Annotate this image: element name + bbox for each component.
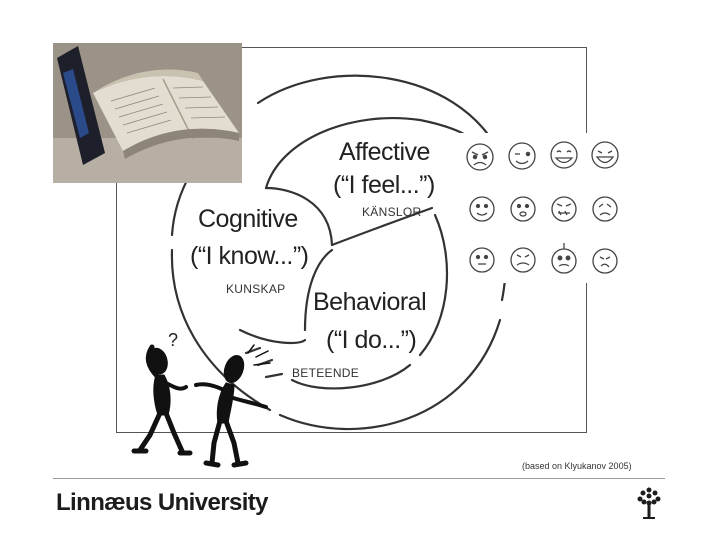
dash-mark <box>264 372 284 379</box>
footer-divider <box>53 478 665 479</box>
affective-quote: (“I feel...”) <box>333 171 435 199</box>
inner-circle-arc <box>238 328 307 345</box>
face-crying-icon <box>592 196 618 222</box>
face-angry-icon <box>466 143 494 171</box>
question-mark: ? <box>168 330 179 350</box>
behavioral-title: Behavioral <box>313 288 427 316</box>
divider-line <box>330 206 434 247</box>
inner-circle-arc <box>264 116 472 190</box>
cognitive-title: Cognitive <box>198 205 298 233</box>
affective-swedish: KÄNSLOR <box>362 205 422 219</box>
outer-circle-arc <box>256 74 500 152</box>
behavioral-quote: (“I do...”) <box>326 326 417 354</box>
two-cartoon-figures <box>131 344 271 468</box>
university-name: Linnæus University <box>56 489 269 516</box>
divider-line <box>303 248 334 332</box>
behavioral-swedish: BETEENDE <box>292 366 360 380</box>
divider-line <box>264 186 334 247</box>
outer-circle-arc <box>170 248 272 412</box>
face-worried-icon <box>510 196 536 222</box>
open-dictionary-photo <box>53 43 242 183</box>
inner-circle-arc <box>290 363 412 390</box>
face-smile-icon <box>469 196 495 222</box>
face-grin-icon <box>550 141 578 169</box>
face-confused-icon <box>551 196 577 222</box>
cognitive-quote: (“I know...”) <box>190 242 309 270</box>
outer-circle-arc <box>278 318 502 431</box>
face-sad-icon <box>510 247 536 273</box>
face-sick-icon <box>592 248 618 274</box>
citation-text: (based on Klyukanov 2005) <box>522 461 632 471</box>
inner-circle-arc <box>418 213 449 357</box>
cognitive-swedish: KUNSKAP <box>226 282 286 296</box>
face-scared-icon <box>551 243 577 274</box>
face-laugh-icon <box>591 141 619 169</box>
emotion-faces-grid <box>455 133 635 283</box>
face-wink-icon <box>508 142 536 170</box>
face-neutral-icon <box>469 247 495 273</box>
tree-logo-icon <box>637 487 661 519</box>
affective-title: Affective <box>339 138 430 166</box>
